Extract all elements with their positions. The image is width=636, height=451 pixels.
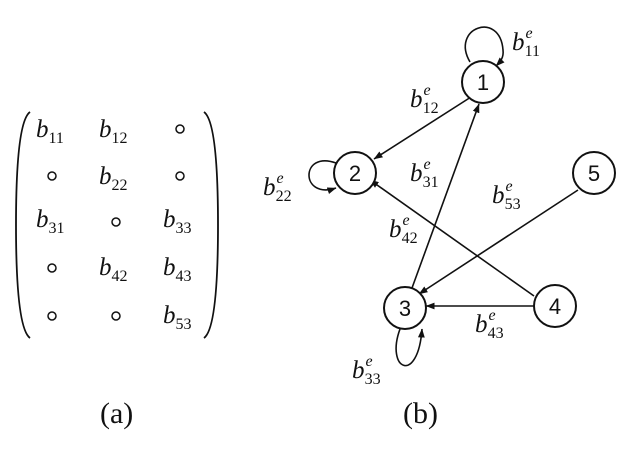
edge-3-to-1 [411,103,480,289]
node-3: 3 [383,286,427,330]
node-2-circle [333,151,377,195]
matrix-zero-r2c3 [175,171,185,181]
node-3-label: 3 [399,296,411,321]
edge-5-to-3 [418,189,579,295]
node-5: 5 [572,151,616,195]
matrix-zero-r3c2 [111,217,121,227]
node-5-label: 5 [588,161,600,186]
edge-4-to-2 [369,179,535,297]
matrix-zero-r1c3 [175,124,185,134]
self-loop-3 [395,328,425,367]
caption-b: (b) [403,397,438,430]
node-1-circle [461,60,505,104]
matrix-cell-b22: b22 [99,163,128,194]
node-1: 1 [461,60,505,104]
node-4-circle [533,284,577,328]
matrix-cell-b43: b43 [163,254,192,285]
node-2: 2 [333,151,377,195]
node-1-label: 1 [477,70,489,95]
node-3-circle [383,286,427,330]
node-4-label: 4 [549,294,561,319]
matrix-left-paren [15,111,31,339]
node-4: 4 [533,284,577,328]
edge-1-to-2 [373,96,472,160]
matrix-zero-r5c1 [47,311,57,321]
matrix-zero-r5c2 [111,311,121,321]
matrix-right-paren [203,111,219,339]
matrix-cell-b31: b31 [36,206,65,237]
matrix-zero-r4c1 [47,263,57,273]
caption-a: (a) [100,397,133,430]
matrix-cell-b11: b11 [36,116,64,147]
matrix-cell-b12: b12 [99,116,128,147]
matrix-cell-b53: b53 [163,302,192,333]
node-5-circle [572,151,616,195]
matrix-zero-r2c1 [47,171,57,181]
matrix-cell-b42: b42 [99,254,128,285]
self-loop-1 [464,26,505,67]
node-2-label: 2 [349,161,361,186]
matrix-panel: b11 b12 b22 b31 b33 b42 b43 b53 (a) [15,111,219,430]
self-loop-2 [308,160,337,194]
matrix-cell-b33: b33 [163,206,192,237]
